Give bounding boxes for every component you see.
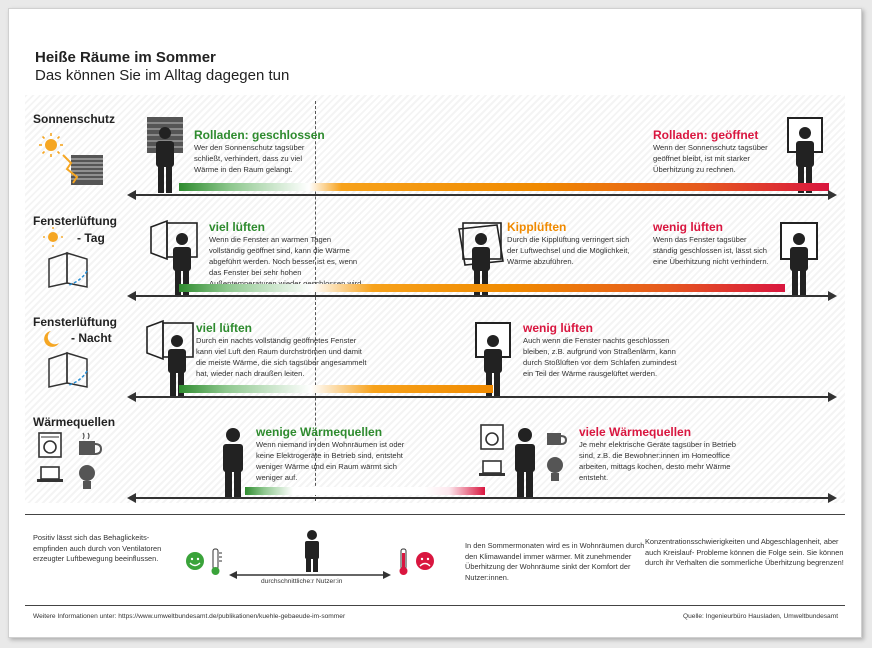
sun-icon <box>39 133 63 157</box>
person-few-sources <box>223 428 243 499</box>
row2-item2-heading: Kipplüften <box>507 220 567 234</box>
row4-gradient-bar <box>245 487 485 495</box>
row1-item2-heading: Rolladen: geöffnet <box>653 128 759 142</box>
row2-item1-heading: viel lüften <box>209 220 266 234</box>
row-label-lueftung-tag-2: - Tag <box>77 231 105 245</box>
row2-item3-heading: wenig lüften <box>653 220 723 234</box>
row-label-lueftung-nacht-2: - Nacht <box>71 331 112 345</box>
footer-source: Quelle: Ingenieurbüro Hausladen, Umweltb… <box>683 613 839 620</box>
row2-item2-text: Durch die Kipplüftung verringert sich de… <box>507 235 630 266</box>
row1-item2-text: Wenn der Sonnenschutz tagsüber geöffnet … <box>653 143 768 174</box>
sun-icon <box>43 227 63 247</box>
washing-machine-icon <box>38 432 62 458</box>
row4-item2-heading: viele Wärmequellen <box>579 425 692 439</box>
person-window-closed <box>780 222 818 297</box>
person-icon <box>156 127 174 193</box>
thermometer-icon <box>211 548 222 575</box>
light-bulb-icon <box>79 465 95 489</box>
window-icon <box>48 351 88 388</box>
moon-icon <box>44 331 59 347</box>
person-icon <box>515 428 535 499</box>
row3-item1-text: Durch ein nachts vollständig geöffnetes … <box>196 336 367 378</box>
bottom-divider <box>25 514 845 515</box>
page-subtitle: Das können Sie im Alltag dagegen tun <box>35 67 290 84</box>
row2-arrow-left <box>127 291 136 301</box>
person-icon <box>223 428 243 499</box>
sun-window-icon-group <box>43 227 88 288</box>
bottom-middle-text: In den Sommermonaten wird es in Wohnräum… <box>465 541 645 582</box>
laptop-icon <box>37 466 63 482</box>
row4-item2-text: Je mehr elektrische Geräte tagsüber in B… <box>579 440 737 482</box>
laptop-icon <box>479 460 505 476</box>
person-icon <box>796 127 814 193</box>
sun-blind-icon-group <box>39 133 103 185</box>
appliance-icon-group <box>37 432 103 489</box>
row2-gradient-bar <box>179 284 785 292</box>
row2-item3-text: Wenn das Fenster tagsüber ständig geschl… <box>653 235 769 266</box>
sad-smiley-icon <box>416 552 434 570</box>
row3-item2-text: Auch wenn die Fenster nachts geschlossen… <box>523 336 677 378</box>
row3-gradient-bar <box>179 385 493 393</box>
footer-info: Weitere Informationen unter: https://www… <box>33 613 346 620</box>
row4-item1-text: Wenn niemand in den Wohnräumen ist oder … <box>256 440 405 482</box>
comfort-scale <box>186 530 434 579</box>
row3-item2-heading: wenig lüften <box>523 321 593 335</box>
person-icon <box>472 233 490 297</box>
row4-arrow-right <box>828 493 837 503</box>
person-icon <box>173 233 191 297</box>
light-bulb-icon <box>547 457 563 481</box>
washing-machine-icon <box>480 424 504 450</box>
person-window-open <box>787 117 823 193</box>
row4-axis <box>135 497 831 499</box>
row2-axis <box>135 295 831 297</box>
person-icon <box>305 530 319 572</box>
moon-window-icon-group <box>44 331 88 388</box>
person-icon <box>484 335 502 397</box>
row3-item1-heading: viel lüften <box>196 321 253 335</box>
row1-item1-heading: Rolladen: geschlossen <box>194 128 325 142</box>
thermometer-icon <box>399 548 408 575</box>
row1-item1-text: Wer den Sonnenschutz tagsüber schließt, … <box>194 143 305 174</box>
row1-arrow-right <box>828 190 837 200</box>
row1-gradient-bar <box>179 183 829 191</box>
row-label-lueftung-tag-1: Fensterlüftung <box>33 214 117 228</box>
smiley-icon <box>186 552 204 570</box>
window-icon <box>48 251 88 288</box>
coffee-cup-icon <box>79 432 103 455</box>
person-icon <box>168 335 186 397</box>
person-window-closed-night <box>475 322 511 397</box>
footer-divider <box>25 605 845 606</box>
row-label-sonnenschutz: Sonnenschutz <box>33 112 116 126</box>
row1-arrow-left <box>127 190 136 200</box>
row4-arrow-left <box>127 493 136 503</box>
coffee-cup-icon <box>547 433 568 445</box>
row3-arrow-left <box>127 392 136 402</box>
bottom-right-text: Konzentrationsschwierigkeiten und Abgesc… <box>645 537 844 567</box>
row-label-lueftung-nacht-1: Fensterlüftung <box>33 315 117 329</box>
person-many-sources <box>479 424 568 499</box>
row-label-waermequellen: Wärmequellen <box>33 415 116 429</box>
person-window-tilted <box>458 222 504 297</box>
blind-icon <box>62 154 103 185</box>
row1-axis <box>135 194 831 196</box>
person-icon <box>790 233 808 297</box>
row3-arrow-right <box>828 392 837 402</box>
person-window-open-night <box>146 319 194 397</box>
average-user-label: durchschnittliche:r Nutzer:in <box>261 578 343 585</box>
row4-item1-heading: wenige Wärmequellen <box>256 425 383 439</box>
row2-item1-text: Wenn die Fenster an warmen Tagen vollstä… <box>209 235 364 288</box>
average-user-dashed-line <box>315 101 316 501</box>
person-window-open-wide <box>150 219 198 297</box>
infographic-card: Heiße Räume im Sommer Das können Sie im … <box>8 8 862 638</box>
person-blind-closed <box>147 117 183 193</box>
row2-arrow-right <box>828 291 837 301</box>
page-title: Heiße Räume im Sommer <box>35 49 216 66</box>
bottom-left-text: Positiv lässt sich das Behaglickeits-emp… <box>33 533 162 563</box>
row3-axis <box>135 396 831 398</box>
